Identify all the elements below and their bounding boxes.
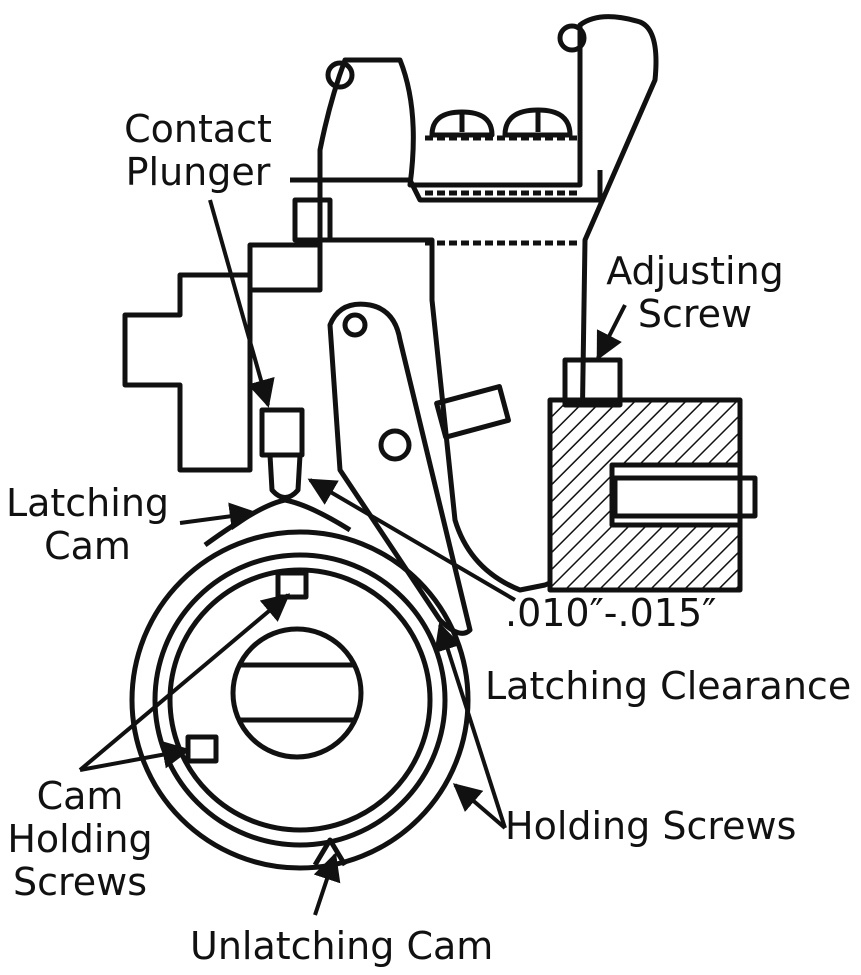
top-screw-right — [502, 107, 573, 138]
cam-inner-ring — [167, 567, 433, 833]
plunger-tip — [267, 454, 303, 500]
cam-holding-screws-line3: Screws — [12, 860, 148, 904]
leader-contact-plunger — [208, 199, 275, 408]
cam-outer-ring — [129, 529, 471, 871]
leader-holding-screw-lower — [452, 783, 507, 830]
leader-adjusting-screw — [596, 304, 627, 361]
cam-holding-screws-label: Cam Holding Screws — [0, 775, 160, 904]
left-block — [122, 272, 253, 473]
cam-middle-ring — [152, 552, 448, 848]
cam-holding-screw-upper — [275, 570, 309, 600]
latch-spring — [434, 384, 511, 440]
contact-plunger-label: Contact Plunger — [118, 108, 278, 194]
plunger-body — [259, 407, 305, 458]
leader-holding-screw-upper — [434, 622, 507, 829]
latching-cam-label: Latching Cam — [5, 482, 170, 568]
latching-cam-line1: Latching — [5, 481, 170, 525]
adjusting-screw-line2: Screw — [637, 292, 753, 336]
adjusting-shaft — [612, 475, 758, 519]
contact-plunger-line2: Plunger — [125, 150, 271, 194]
clearance-value-label: .010″-.015″ — [505, 591, 717, 635]
cam-shaft-hole — [230, 626, 364, 760]
leader-unlatching-cam — [313, 852, 341, 916]
corner-screw-right — [557, 23, 587, 53]
main-frame — [317, 14, 659, 593]
adjusting-screw-label: Adjusting Screw — [600, 250, 790, 336]
top-bracket — [290, 170, 603, 203]
spring-block — [292, 197, 333, 243]
latching-cam-lobe — [203, 497, 352, 548]
leader-cam-screw-lower — [79, 740, 191, 772]
leader-cam-screw-upper — [78, 593, 291, 772]
latch-spring-post — [378, 428, 412, 462]
contact-housing-top — [247, 242, 323, 293]
adjusting-screw-line1: Adjusting — [606, 249, 784, 293]
latch-pivot — [342, 312, 368, 338]
top-screw-left — [429, 109, 495, 138]
latching-cam-line2: Cam — [44, 524, 131, 568]
adjusting-nut — [562, 357, 623, 408]
cam-holding-screws-line2: Holding — [7, 817, 153, 861]
unlatching-cam-label: Unlatching Cam — [190, 924, 494, 968]
cam-holding-screw-lower — [185, 734, 219, 764]
latching-clearance-label: Latching Clearance — [485, 664, 852, 708]
holding-screws-label: Holding Screws — [505, 804, 797, 848]
corner-screw-left — [325, 60, 355, 90]
contact-plunger-line1: Contact — [124, 107, 272, 151]
leader-latching-cam — [179, 502, 258, 531]
leader-latching-clearance — [307, 478, 517, 602]
cam-holding-screws-line1: Cam — [36, 774, 124, 818]
